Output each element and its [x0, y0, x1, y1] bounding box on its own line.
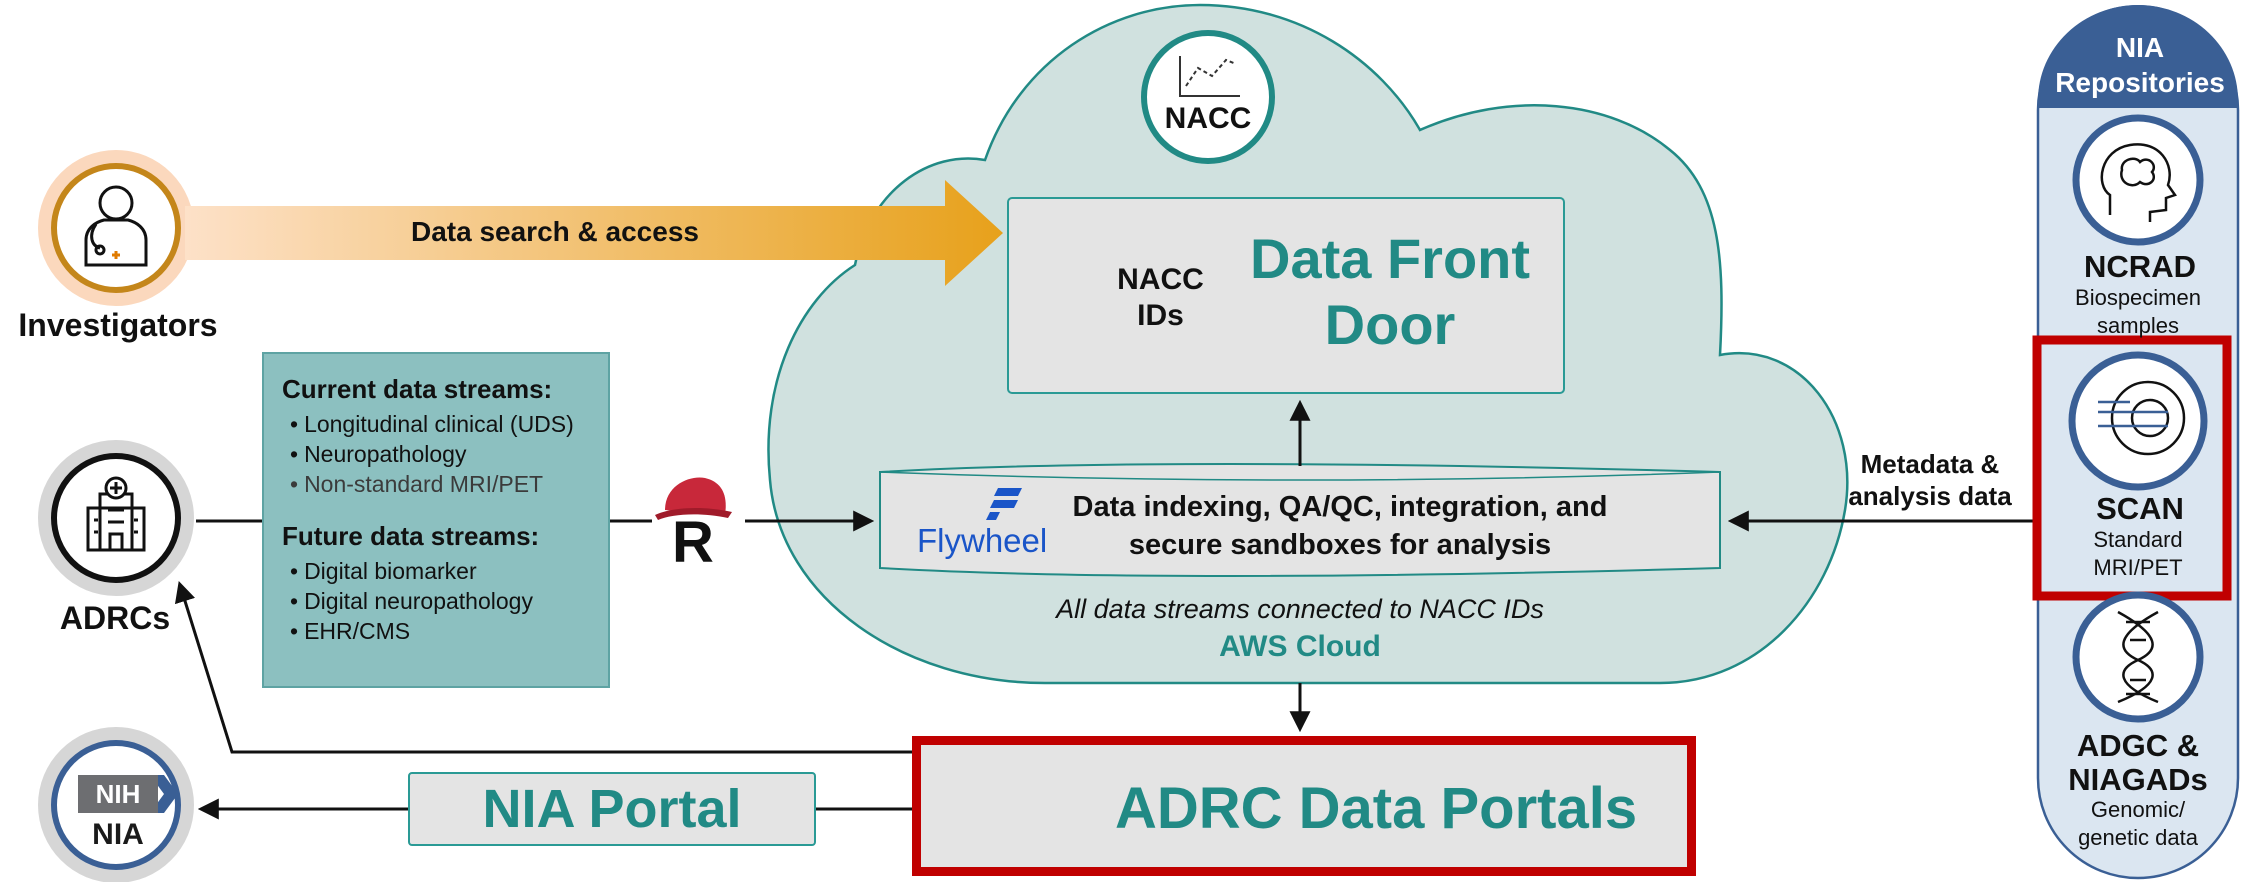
aws-cloud-label: AWS Cloud — [1219, 630, 1381, 663]
data-front-door-box — [1007, 197, 1565, 394]
repositories-header-cap — [2038, 5, 2238, 108]
data-search-label: Data search & access — [411, 216, 699, 247]
adrc-data-portals-label: ADRC Data Portals — [1115, 776, 1638, 841]
list-item: Longitudinal clinical (UDS) — [282, 409, 590, 439]
scan-name: SCAN — [2096, 491, 2184, 526]
adrcs-ring — [51, 453, 181, 583]
doctor-icon — [84, 185, 148, 267]
flywheel-platform-cylinder — [879, 463, 1721, 577]
platform-description: Data indexing, QA/QC, integration, and s… — [1072, 491, 1608, 561]
nacc-ids-label: NACC IDs — [1117, 263, 1204, 332]
portals-to-adrcs-arrow — [174, 580, 912, 754]
future-streams-list: Digital biomarker Digital neuropathology… — [282, 556, 590, 646]
metadata-analysis-label: Metadata & analysis data — [1848, 449, 2012, 511]
list-item: Non-standard MRI/PET — [282, 469, 590, 499]
nacc-label: NACC — [1164, 102, 1252, 135]
adrc-data-portals-box — [912, 736, 1696, 876]
ncrad-sub: Biospecimen samples — [2075, 285, 2201, 338]
list-item: EHR/CMS — [282, 616, 590, 646]
nih-badge: NIH — [78, 775, 158, 813]
redcap-r-icon: R — [655, 477, 732, 575]
list-item: Digital neuropathology — [282, 586, 590, 616]
mri-scanner-icon — [2098, 380, 2186, 456]
data-streams-box: Current data streams: Longitudinal clini… — [262, 352, 610, 688]
adgc-sub: Genomic/ genetic data — [2078, 797, 2198, 850]
dna-icon-ring — [2072, 591, 2204, 723]
current-streams-heading: Current data streams: — [282, 374, 553, 404]
svg-text:R: R — [672, 510, 714, 575]
data-front-door-title: Data Front Door — [1250, 227, 1530, 356]
list-item: Neuropathology — [282, 439, 590, 469]
ncrad-icon-ring — [2072, 114, 2204, 246]
adgc-name: ADGC & NIAGADs — [2068, 728, 2208, 797]
scan-sub: Standard MRI/PET — [2093, 527, 2183, 580]
nia-label: NIA — [92, 818, 144, 851]
future-streams-heading: Future data streams: — [282, 521, 540, 551]
investigators-label: Investigators — [18, 307, 218, 343]
nia-portal-box: NIA Portal — [408, 772, 816, 846]
list-item: Digital biomarker — [282, 556, 590, 586]
flywheel-logo-icon — [986, 488, 1022, 520]
current-streams-list: Longitudinal clinical (UDS) Neuropatholo… — [282, 409, 590, 499]
brain-head-icon — [2100, 143, 2177, 222]
scan-icon-ring — [2068, 351, 2208, 491]
data-search-arrow — [185, 180, 1003, 286]
repositories-title: NIA Repositories — [2055, 32, 2225, 98]
dna-icon — [2117, 610, 2159, 704]
platform-top-edge — [879, 471, 1721, 481]
cloud-caption: All data streams connected to NACC IDs — [1056, 594, 1544, 624]
investigators-ring — [51, 163, 181, 293]
ncrad-name: NCRAD — [2084, 249, 2196, 284]
flywheel-logo-text: Flywheel — [917, 522, 1048, 559]
adrcs-label: ADRCs — [59, 600, 171, 636]
hospital-building-icon — [86, 476, 146, 552]
nacc-chart-icon — [1179, 56, 1240, 97]
